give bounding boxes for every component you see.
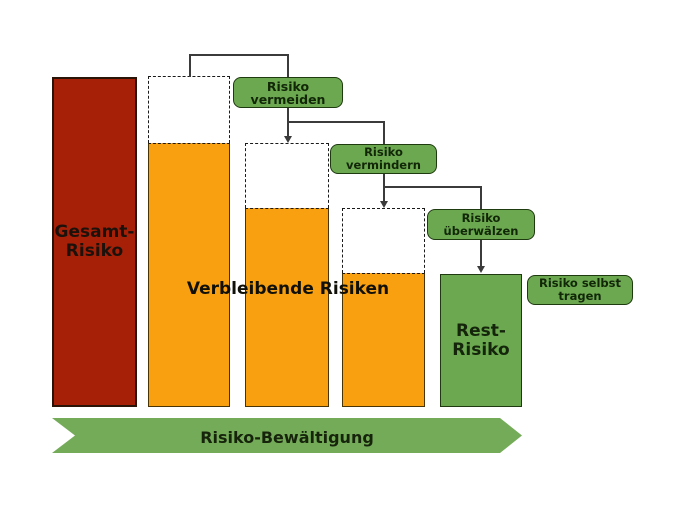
tag-risiko-selbst-tragen-label: Risiko selbst tragen (539, 276, 621, 303)
residual-risk-label: Rest- Risiko (452, 320, 510, 360)
avoided-risk-box-2 (245, 143, 329, 208)
total-risk-bar: Gesamt- Risiko (52, 77, 137, 407)
residual-risk-bar: Rest- Risiko (440, 274, 522, 407)
remaining-risk-bar-3 (342, 273, 425, 407)
connector-branch1-vertical (383, 121, 385, 145)
avoided-risk-box-1 (148, 76, 230, 143)
risk-handling-arrow-label: Risiko-Bewältigung (200, 428, 374, 447)
tag-risiko-ueberwaelzen: Risiko überwälzen (427, 209, 535, 240)
remaining-risk-bar-1 (148, 143, 230, 407)
connector-branch2-vertical (480, 186, 482, 210)
connector-branch1-horizontal (287, 121, 385, 123)
arrow-down-icon (476, 266, 485, 273)
tag-risiko-vermeiden: Risiko vermeiden (233, 77, 343, 108)
risk-handling-arrow (50, 416, 525, 456)
arrow-down-icon (283, 136, 292, 143)
connector-top-left-vertical (189, 54, 191, 77)
connector-transfer-down-vertical (480, 239, 482, 267)
tag-risiko-vermindern-label: Risiko vermindern (346, 145, 421, 172)
connector-top-right-vertical (287, 54, 289, 78)
tag-risiko-vermeiden-label: Risiko vermeiden (250, 78, 326, 107)
tag-risiko-ueberwaelzen-label: Risiko überwälzen (443, 210, 519, 238)
right-arrow-shape-icon (52, 418, 522, 453)
connector-top-horizontal (189, 54, 289, 56)
connector-branch2-horizontal (383, 186, 482, 188)
total-risk-label: Gesamt- Risiko (54, 222, 135, 261)
remaining-risks-label: Verbleibende Risiken (186, 279, 390, 299)
avoided-risk-box-3 (342, 208, 425, 273)
arrow-down-icon (379, 201, 388, 208)
remaining-risk-bar-2 (245, 208, 329, 407)
tag-risiko-vermindern: Risiko vermindern (330, 144, 437, 174)
tag-risiko-selbst-tragen: Risiko selbst tragen (527, 275, 633, 305)
